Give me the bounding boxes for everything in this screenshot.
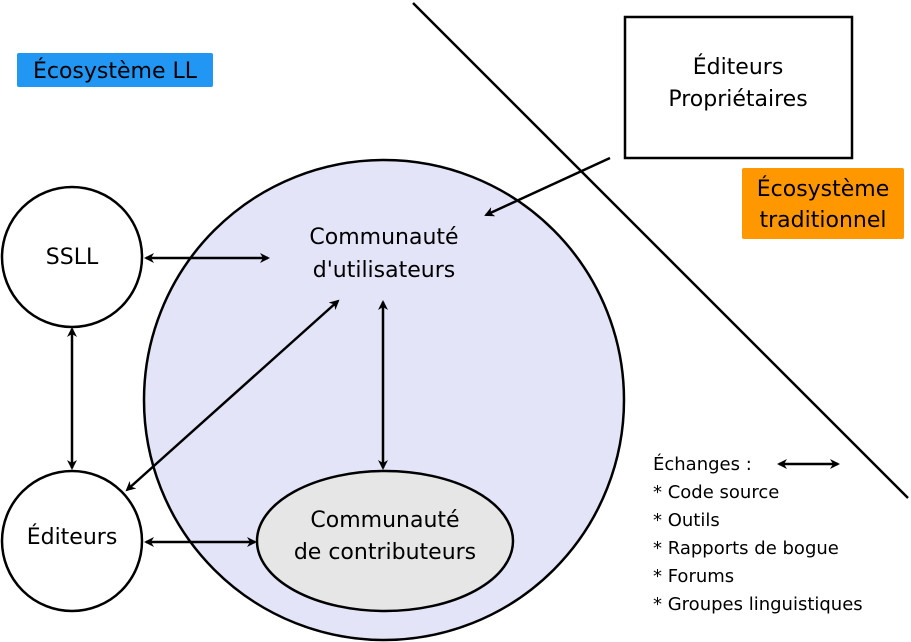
proprietary-editors-label-line1: Éditeurs [693, 54, 784, 80]
ecosystem-traditional-tag [742, 168, 904, 239]
contributor-community-ellipse [255, 469, 515, 613]
editors-label: Éditeurs [27, 524, 118, 550]
ecosystem-divider-line [412, 2, 909, 499]
legend-item: * Rapports de bogue [653, 538, 839, 559]
legend-title: Échanges : [653, 453, 752, 475]
ecosystem-ll-label: Écosystème LL [33, 58, 198, 84]
ecosystem-traditional-label-line1: Écosystème [757, 176, 890, 202]
proprietary-editors-box [623, 15, 854, 160]
ecosystem-ll-tag [17, 53, 213, 87]
arrow-proprietary-to-users [484, 156, 611, 217]
arrow-editors-users [125, 299, 340, 492]
ecosystem-traditional-label-line2: traditionnel [760, 208, 887, 233]
contributor-community-label-line1: Communauté [310, 508, 459, 533]
legend-item: * Forums [653, 566, 734, 587]
contributor-community-label-line2: de contributeurs [294, 540, 476, 565]
ssll-label: SSLL [46, 245, 99, 270]
legend-item: * Outils [653, 510, 720, 531]
user-community-label-line1: Communauté [309, 225, 458, 250]
proprietary-editors-label-line2: Propriétaires [668, 87, 807, 112]
legend-item: * Code source [653, 482, 779, 503]
user-community-label-line2: d'utilisateurs [313, 258, 455, 283]
legend-item: * Groupes linguistiques [653, 594, 863, 615]
editors-circle [0, 469, 144, 613]
